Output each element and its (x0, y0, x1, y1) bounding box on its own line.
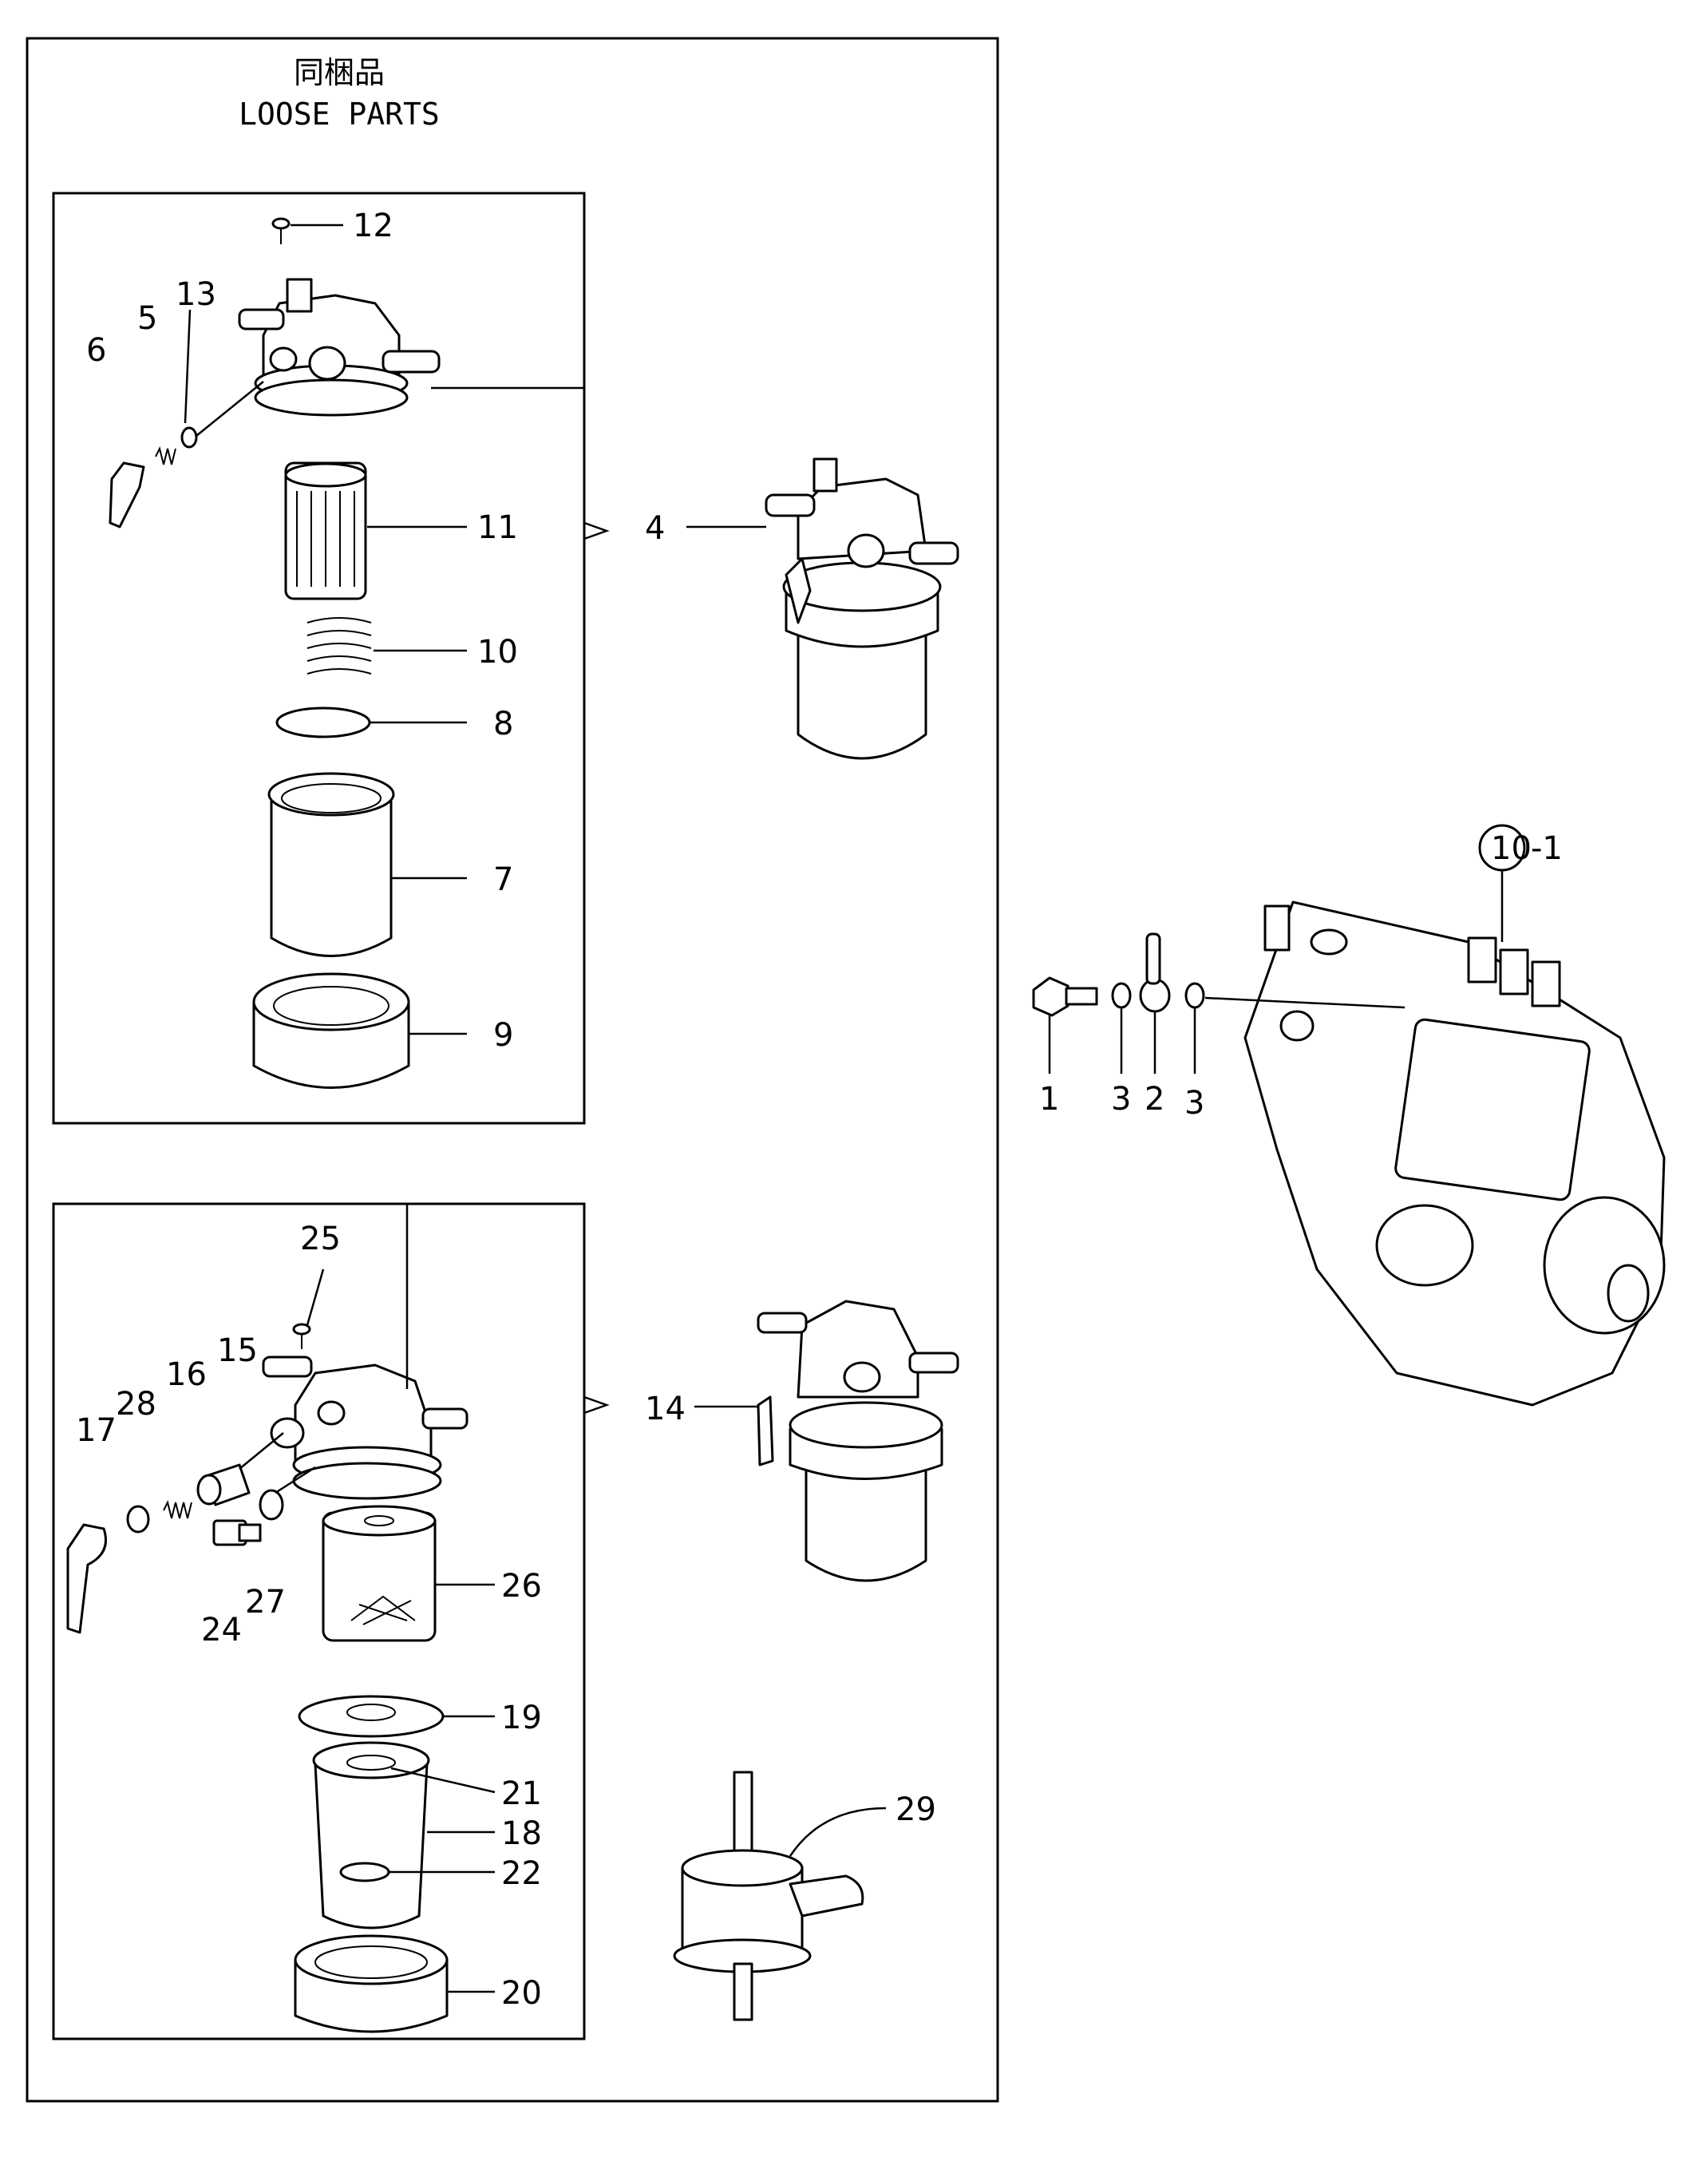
callout-20: 20 (501, 1975, 542, 2012)
header-japanese: 同梱品 (294, 55, 385, 90)
part-28-o-ring (126, 1505, 150, 1534)
part-26-filter-element (322, 1505, 495, 1642)
callout-27: 27 (245, 1584, 286, 1621)
callout-16: 16 (166, 1356, 207, 1393)
callout-17: 17 (76, 1412, 117, 1449)
callout-6: 6 (86, 332, 106, 369)
filter-assembly-14 (757, 1300, 959, 1582)
callout-1: 1 (1039, 1081, 1059, 1118)
loose-parts-frame (26, 37, 999, 2103)
part-3-washer-a (1111, 982, 1132, 1009)
part-2-banjo (1139, 932, 1171, 1013)
callout-10: 10 (477, 634, 518, 671)
callout-25: 25 (300, 1221, 341, 1257)
part-15-cap (196, 1432, 284, 1506)
part-22-ring (339, 1862, 495, 1882)
callout-11: 11 (477, 509, 518, 546)
callout-8: 8 (493, 706, 513, 742)
callout-2: 2 (1145, 1081, 1164, 1118)
part-5-spring (155, 446, 176, 465)
part-10-reference-circle (1478, 824, 1526, 942)
callout-10-ref: 10 (1491, 830, 1532, 867)
part-10-spring (306, 617, 467, 675)
part-18-bowl (312, 1741, 496, 1929)
callout-14: 14 (645, 1391, 686, 1427)
part-20-ring-nut (294, 1934, 495, 2033)
callout-24: 24 (201, 1612, 242, 1648)
callout-28: 28 (116, 1386, 156, 1423)
bracket-4 (431, 386, 610, 1123)
callout-3b: 3 (1184, 1085, 1204, 1122)
header-loose-parts: LOOSE PARTS (239, 97, 440, 132)
filter-assembly-14-frame (52, 1202, 586, 2040)
part-1-bolt (1032, 976, 1098, 1017)
callout-13: 13 (176, 276, 216, 313)
callout-7: 7 (493, 861, 513, 898)
callout-10-suffix: -1 (1531, 830, 1563, 867)
part-12-screw (271, 217, 343, 244)
callout-26: 26 (501, 1568, 542, 1605)
part-19-float-disc (298, 1695, 495, 1738)
callout-12: 12 (353, 208, 393, 244)
callout-15: 15 (217, 1332, 258, 1369)
part-8-o-ring (275, 706, 467, 738)
callout-9: 9 (493, 1017, 513, 1054)
callout-19: 19 (501, 1700, 542, 1736)
part-29-inline-filter (673, 1771, 887, 2021)
filter-head-4 (238, 278, 441, 417)
part-17-lever (66, 1523, 107, 1634)
filter-head-14 (262, 1356, 469, 1500)
part-7-bowl (267, 772, 467, 957)
callout-29: 29 (896, 1791, 936, 1828)
part-9-ring-nut (252, 972, 467, 1089)
callout-3a: 3 (1111, 1081, 1131, 1118)
part-13-o-ring (180, 309, 264, 449)
part-24-plug (212, 1519, 262, 1546)
injection-pump (1243, 900, 1666, 1407)
callout-5: 5 (137, 300, 157, 337)
callout-18: 18 (501, 1815, 542, 1852)
bracket-14 (583, 1204, 610, 2039)
part-6-lever (109, 461, 145, 528)
callout-4: 4 (645, 510, 665, 547)
part-11-filter-element (284, 461, 467, 600)
callout-21: 21 (501, 1775, 542, 1812)
part-27-washer (259, 1466, 316, 1521)
filter-assembly-4 (765, 457, 959, 760)
part-3-washer-b (1184, 982, 1406, 1009)
part-16-spring (163, 1500, 192, 1519)
part-25-screw (292, 1268, 325, 1349)
callout-22: 22 (501, 1855, 542, 1892)
